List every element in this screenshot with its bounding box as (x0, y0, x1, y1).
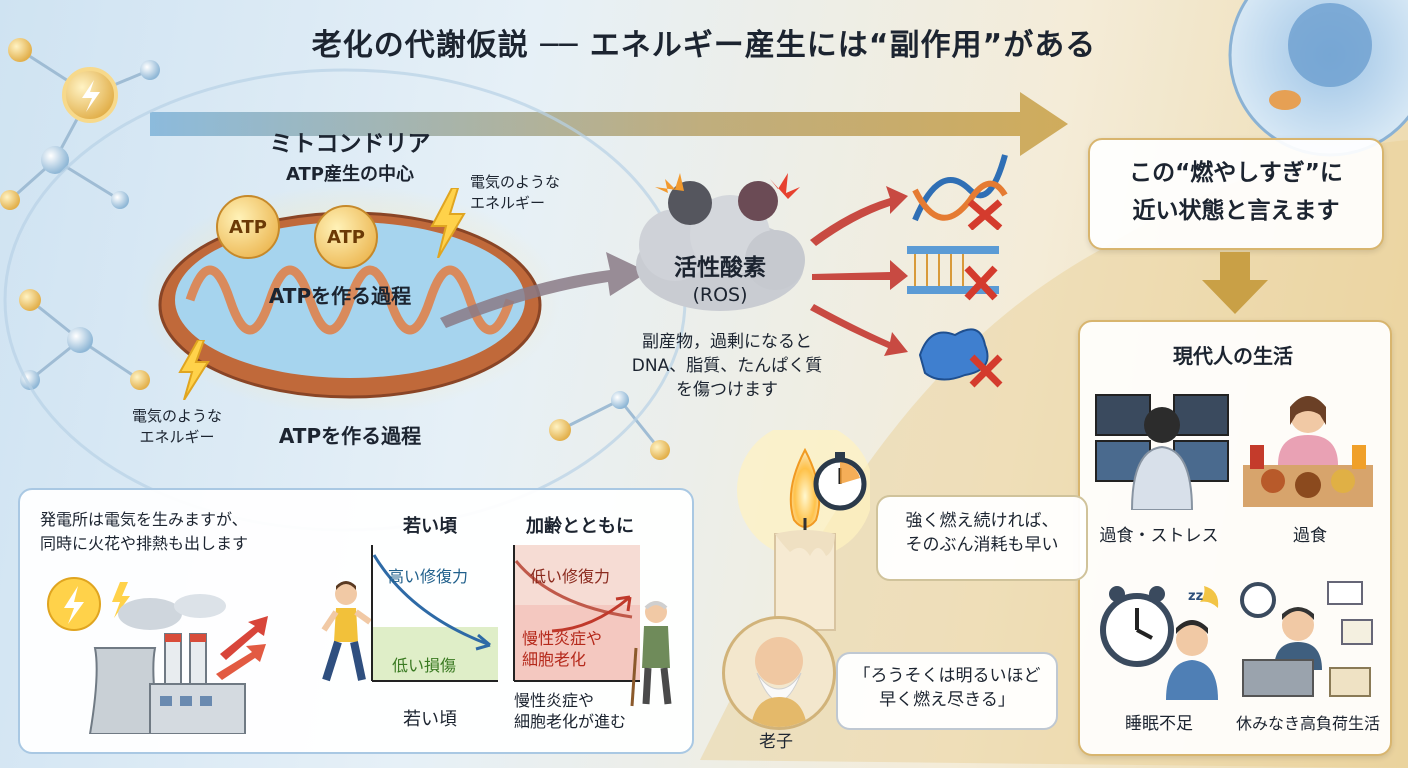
burn-box: この“燃やしすぎ”に 近い状態と言えます (1088, 138, 1384, 250)
aging-header: 加齢とともに (526, 516, 634, 537)
stress-illustration (1095, 394, 1229, 510)
mito-process-outer: ATPを作る過程 (278, 424, 422, 448)
laozi-face-icon (751, 637, 807, 727)
young-footer: 若い頃 (403, 709, 457, 730)
aging-footer: 慢性炎症や 細胞老化が進む (514, 691, 627, 731)
young-repair-label: 高い修復力 (388, 567, 469, 586)
modern-life-title: 現代人の生活 (1173, 344, 1293, 368)
laozi-name: 老子 (759, 732, 793, 752)
modern-item-3: 睡眠不足 (1125, 714, 1193, 734)
atp-label-2: ATP (326, 226, 365, 248)
aging-chart (513, 545, 640, 682)
power-plant-illustration (47, 577, 268, 734)
atp-bubble-1: ATP (216, 195, 280, 259)
ros-abbr: (ROS) (692, 284, 748, 306)
modern-item-2: 過食 (1293, 526, 1327, 546)
ros-cloud (636, 173, 805, 311)
lightning-icon (178, 340, 210, 400)
arrow-to-ros (440, 252, 648, 328)
energy-label-top: 電気のような エネルギー (470, 173, 561, 212)
protein-icon (918, 328, 1003, 388)
young-damage-label: 低い損傷 (392, 656, 457, 675)
overeating-illustration (1243, 396, 1373, 507)
ros-label: 活性酸素 (674, 255, 766, 281)
young-chart (371, 545, 498, 682)
energy-label-left: 電気のような エネルギー (131, 407, 222, 446)
page-title: 老化の代謝仮説 ── エネルギー産生には“副作用”がある (311, 28, 1097, 63)
down-arrow (1202, 252, 1268, 314)
young-header: 若い頃 (403, 516, 457, 537)
modern-item-4: 休みなき高負荷生活 (1235, 714, 1380, 733)
aging-damage-label: 慢性炎症や 細胞老化 (522, 629, 603, 669)
laozi-quote-bubble: 「ろうそくは明るいほど 早く燃え尽きる」 (836, 652, 1058, 730)
modern-item-1: 過食・ストレス (1099, 526, 1219, 546)
overwork-illustration (1240, 581, 1373, 697)
elderly-illustration (630, 601, 672, 707)
lipid-icon (907, 246, 999, 301)
aging-repair-label: 低い修復力 (530, 567, 611, 586)
analogy-text: 発電所は電気を生みますが、 同時に火花や排熱も出します (40, 510, 249, 553)
atp-label-1: ATP (228, 216, 267, 238)
candle-speech-bubble: 強く燃え続ければ、 そのぶん消耗も早い (876, 495, 1088, 581)
svg-text:zz: zz (1188, 589, 1203, 604)
young-runner-illustration (321, 581, 372, 682)
lightning-icon (430, 188, 466, 258)
mito-title: ミトコンドリア (269, 131, 431, 157)
damage-arrows (810, 186, 908, 356)
stopwatch-icon (813, 452, 867, 511)
dna-icon (912, 154, 1008, 230)
ros-note: 副産物，過剰になると DNA、脂質、たんぱく質 を傷つけます (631, 332, 823, 400)
mito-process-inner: ATPを作る過程 (268, 284, 412, 308)
atp-bubble-2: ATP (314, 205, 378, 269)
laozi-portrait (722, 616, 836, 730)
sleep-illustration: zz (1100, 586, 1219, 700)
mitochondria-illustration (140, 185, 560, 410)
mito-subtitle: ATP産生の中心 (285, 164, 414, 185)
